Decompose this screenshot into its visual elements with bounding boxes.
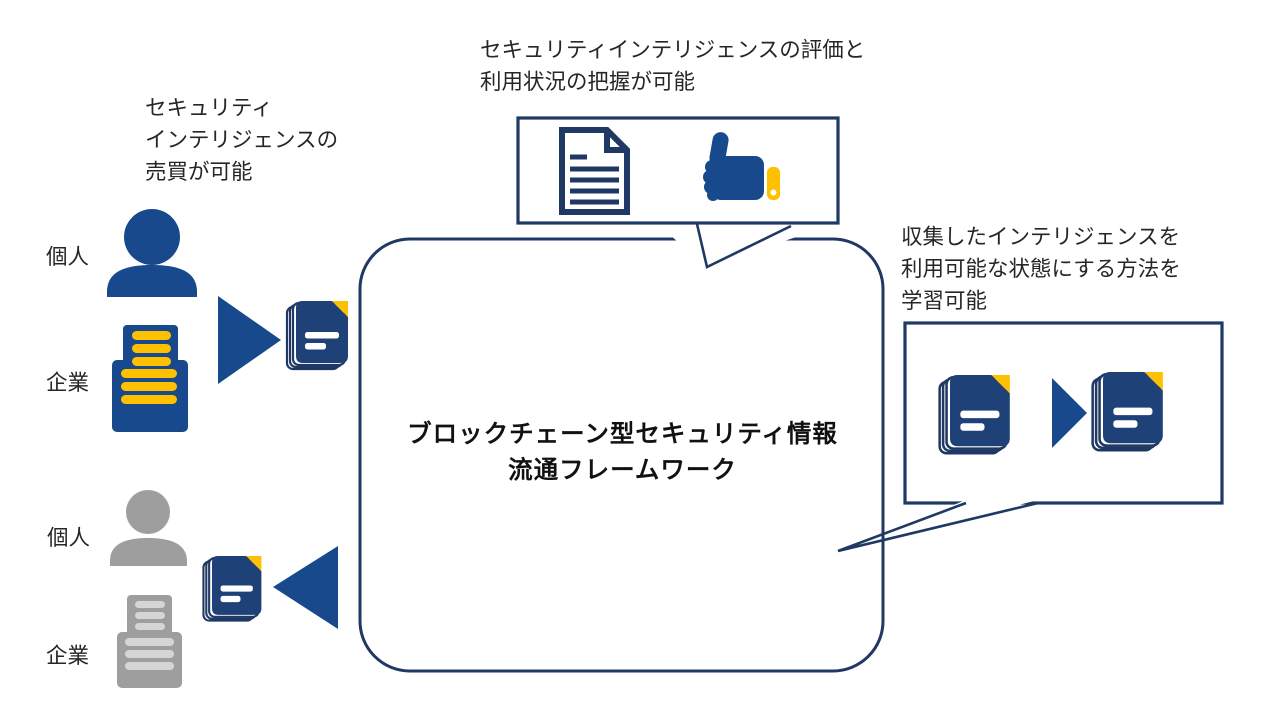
building-icon <box>112 325 188 432</box>
framework-box <box>358 237 885 673</box>
caption-evaluate: セキュリティインテリジェンスの評価と 利用状況の把握が可能 <box>480 38 866 94</box>
learn-callout <box>837 321 1224 553</box>
label-individual-top: 個人 <box>46 245 90 269</box>
evaluate-callout <box>516 116 840 225</box>
document-stack-icon <box>1091 370 1165 452</box>
arrow-right-icon <box>1052 378 1087 448</box>
thumbs-up-icon <box>703 132 780 201</box>
learn-callout-tail <box>837 501 1039 553</box>
caption-sell: セキュリティ インテリジェンスの 売買が可能 <box>145 96 339 184</box>
caption-learn: 収集したインテリジェンスを 利用可能な状態にする方法を 学習可能 <box>901 225 1181 313</box>
person-icon <box>107 209 197 297</box>
document-stack-icon <box>202 554 263 622</box>
label-company-top: 企業 <box>46 371 90 395</box>
evaluate-callout-tail <box>695 223 792 269</box>
evaluate-callout-tail-group <box>663 223 820 269</box>
document-stack-icon <box>938 373 1012 455</box>
building-icon-gray <box>117 595 182 688</box>
framework-title: ブロックチェーン型セキュリティ情報 流通フレームワーク <box>407 421 838 484</box>
person-icon-gray <box>110 490 187 566</box>
label-company-bottom: 企業 <box>46 644 90 668</box>
document-icon <box>559 127 630 215</box>
label-individual-bottom: 個人 <box>47 526 91 550</box>
arrow-left-icon <box>273 546 338 629</box>
arrow-right-icon <box>218 296 281 384</box>
document-stack-icon <box>285 299 350 371</box>
evaluate-callout-tail-fill <box>663 229 820 267</box>
